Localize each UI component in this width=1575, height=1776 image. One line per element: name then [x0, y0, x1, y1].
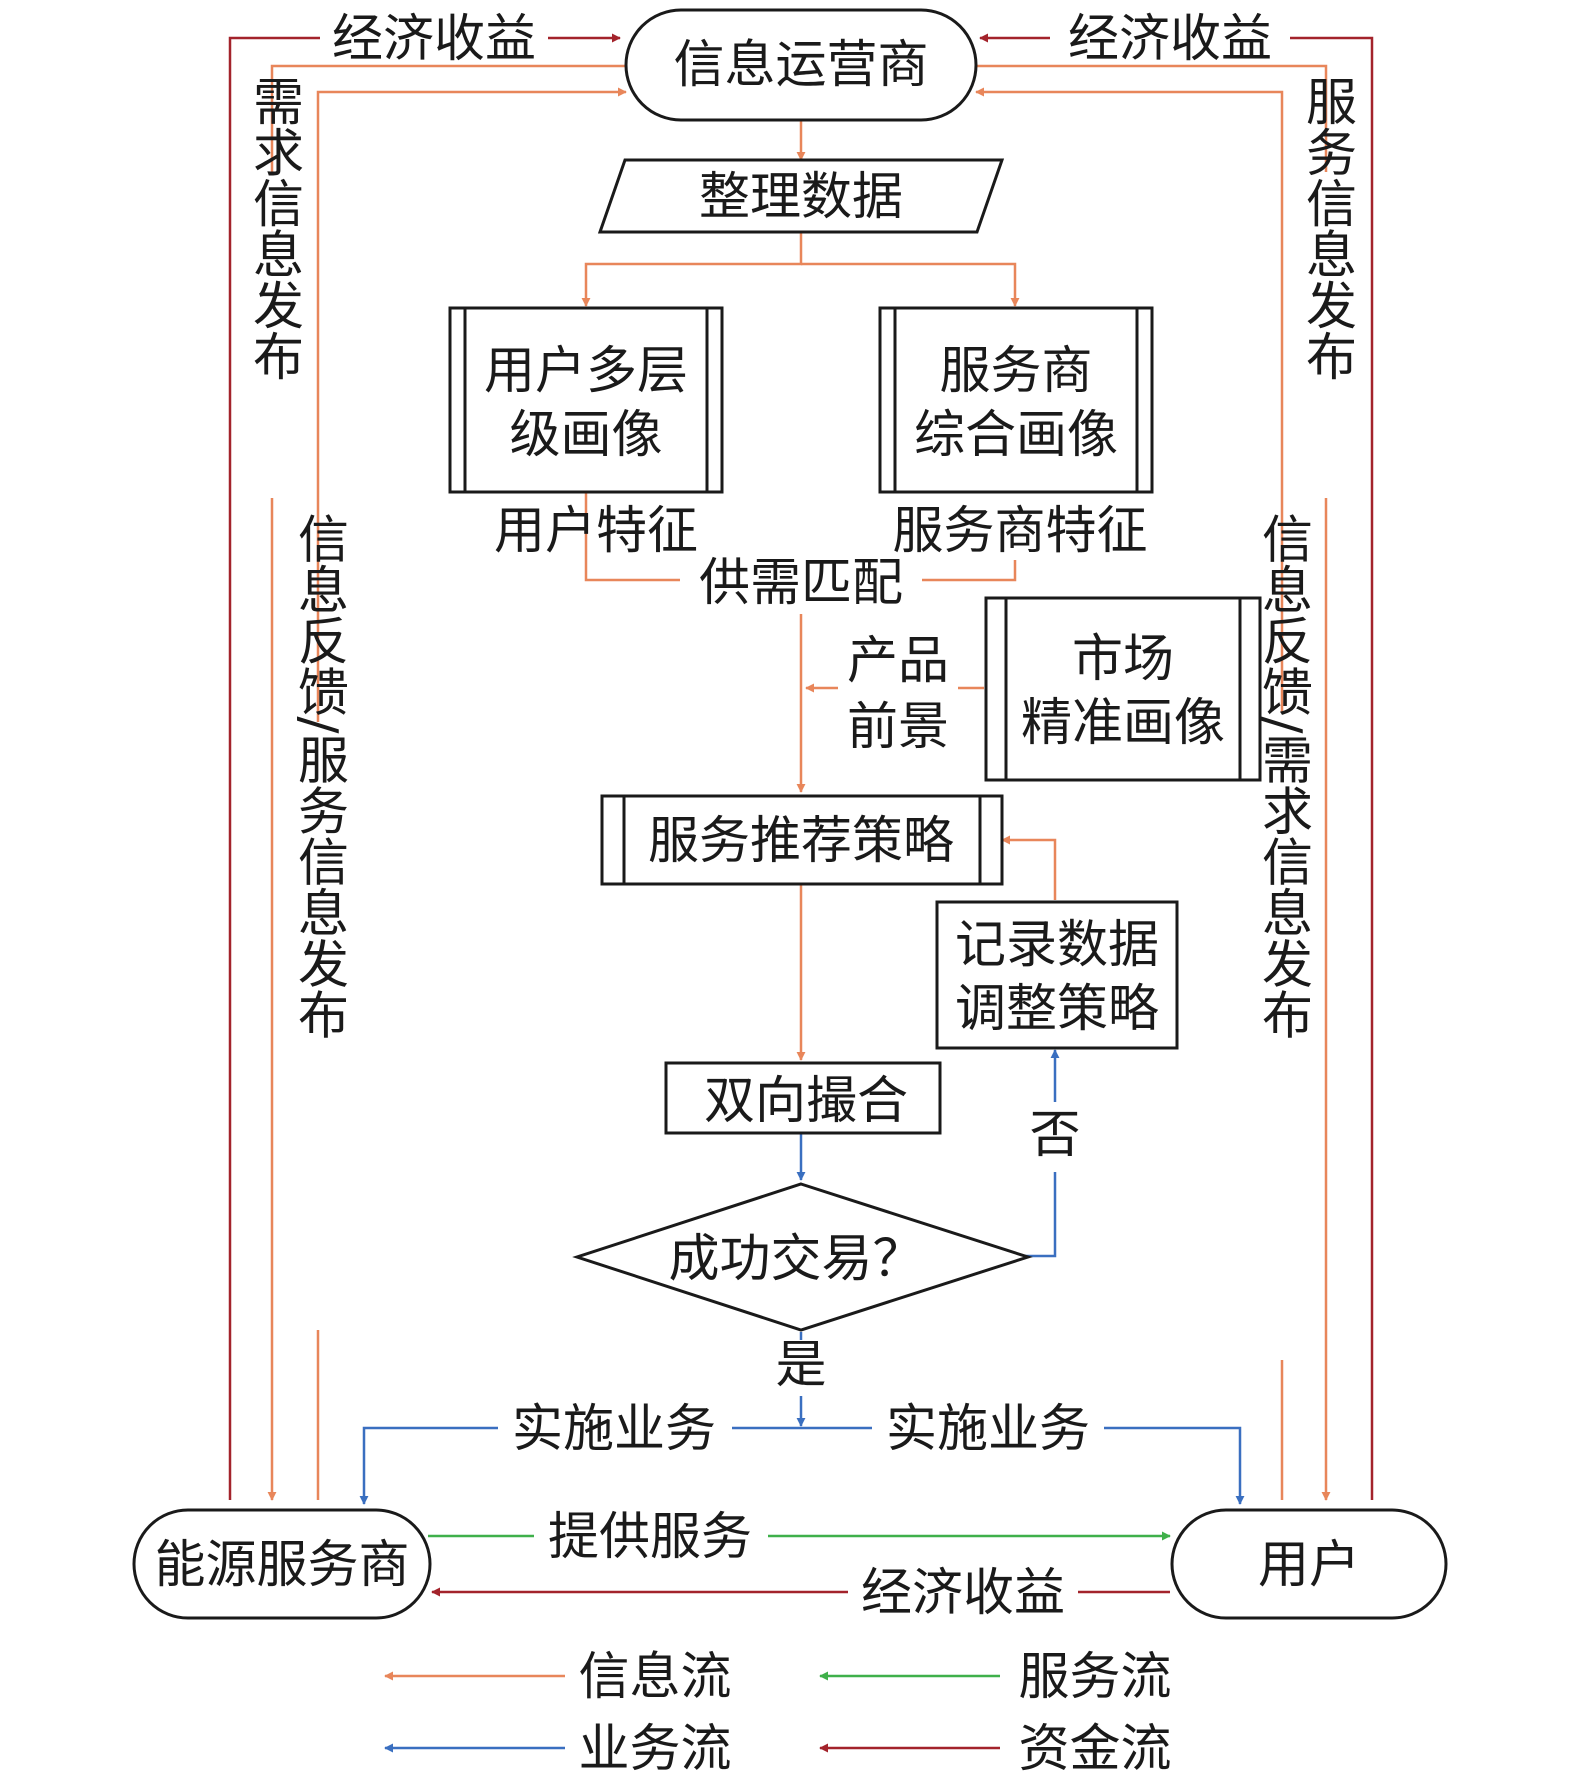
user-portrait-node: 用户多层 级画像: [448, 306, 724, 494]
strategy-label: 服务推荐策略: [648, 812, 954, 871]
provide-service-label: 提供服务: [548, 1508, 752, 1567]
provider-feature-label: 服务商特征: [892, 502, 1147, 561]
legend-info-label: 信息流: [578, 1648, 731, 1707]
market-portrait-line1: 市场: [1072, 630, 1174, 689]
econ-right-label: 经济收益: [1068, 10, 1272, 69]
operator-node: 信息运营商: [624, 8, 978, 122]
user-label: 用户: [1258, 1536, 1360, 1595]
legend-service-label: 服务流: [1018, 1648, 1171, 1707]
provider-portrait-line2: 综合画像: [914, 406, 1118, 465]
legend-business-flow: 业务流: [384, 1720, 732, 1776]
provider-portrait-node: 服务商 综合画像: [878, 306, 1154, 494]
market-portrait-line2: 精准画像: [1021, 694, 1225, 753]
flow-decision-no: [1024, 1172, 1057, 1258]
legend-capital-flow: 资金流: [819, 1720, 1172, 1776]
econ-left-label: 经济收益: [332, 10, 536, 69]
prospect-line2: 前景: [847, 698, 949, 757]
organize-label: 整理数据: [699, 168, 903, 227]
strategy-node: 服务推荐策略: [600, 794, 1004, 886]
record-adjust-node: 记录数据 调整策略: [935, 900, 1179, 1050]
supply-demand-label: 供需匹配: [699, 554, 903, 613]
flow-provider-feature: [922, 560, 1017, 582]
record-line1: 记录数据: [955, 916, 1159, 975]
flow-implement-left: [359, 1426, 498, 1505]
implement-left-label: 实施业务: [512, 1400, 716, 1459]
user-portrait-line2: 级画像: [509, 406, 662, 465]
demand-info-flow: [270, 64, 626, 172]
provider-label: 能源服务商: [154, 1536, 409, 1595]
legend: 信息流 服务流 业务流 资金流: [384, 1648, 1172, 1776]
prospect-line1: 产品: [847, 632, 949, 691]
service-info-flow: [976, 64, 1328, 172]
legend-capital-label: 资金流: [1018, 1720, 1171, 1776]
provider-portrait-line1: 服务商: [939, 342, 1092, 401]
operator-label: 信息运营商: [673, 36, 928, 95]
econ-bottom-label: 经济收益: [861, 1564, 1065, 1623]
matching-node: 双向撮合: [664, 1061, 942, 1135]
legend-info-flow: 信息流: [384, 1648, 732, 1707]
feedback-left-flow: [316, 87, 627, 722]
user-feature-label: 用户特征: [494, 502, 698, 561]
capital-flow-left: [228, 36, 320, 1500]
feedback-right-flow: [975, 87, 1284, 712]
legend-service-flow: 服务流: [819, 1648, 1172, 1707]
capital-flow-right: [1290, 36, 1374, 1500]
organize-data-node: 整理数据: [597, 158, 1005, 234]
no-label: 否: [1029, 1106, 1080, 1165]
provider-node: 能源服务商: [132, 1508, 432, 1620]
user-node: 用户: [1170, 1508, 1448, 1620]
decision-label: 成功交易？: [668, 1230, 923, 1289]
legend-business-label: 业务流: [578, 1720, 731, 1776]
flow-implement-right: [1104, 1426, 1245, 1505]
flow-organize-split-left: [581, 232, 803, 307]
record-line2: 调整策略: [955, 980, 1159, 1039]
decision-node: 成功交易？: [572, 1182, 1033, 1332]
feedback-left-label: 信息反馈/服务信息发布: [289, 512, 349, 1039]
flow-record-strategy: [1001, 835, 1057, 900]
matching-label: 双向撮合: [704, 1072, 908, 1131]
user-portrait-line1: 用户多层: [484, 342, 688, 401]
implement-right-label: 实施业务: [886, 1400, 1090, 1459]
demand-publish-label: 需求信息发布: [244, 75, 304, 381]
yes-label: 是: [775, 1336, 826, 1395]
flow-user-feature: [584, 492, 680, 582]
service-publish-label: 服务信息发布: [1297, 75, 1357, 381]
market-portrait-node: 市场 精准画像: [984, 596, 1262, 782]
feedback-right-label: 信息反馈/需求信息发布: [1253, 512, 1313, 1039]
flow-organize-split-right: [801, 262, 1020, 307]
